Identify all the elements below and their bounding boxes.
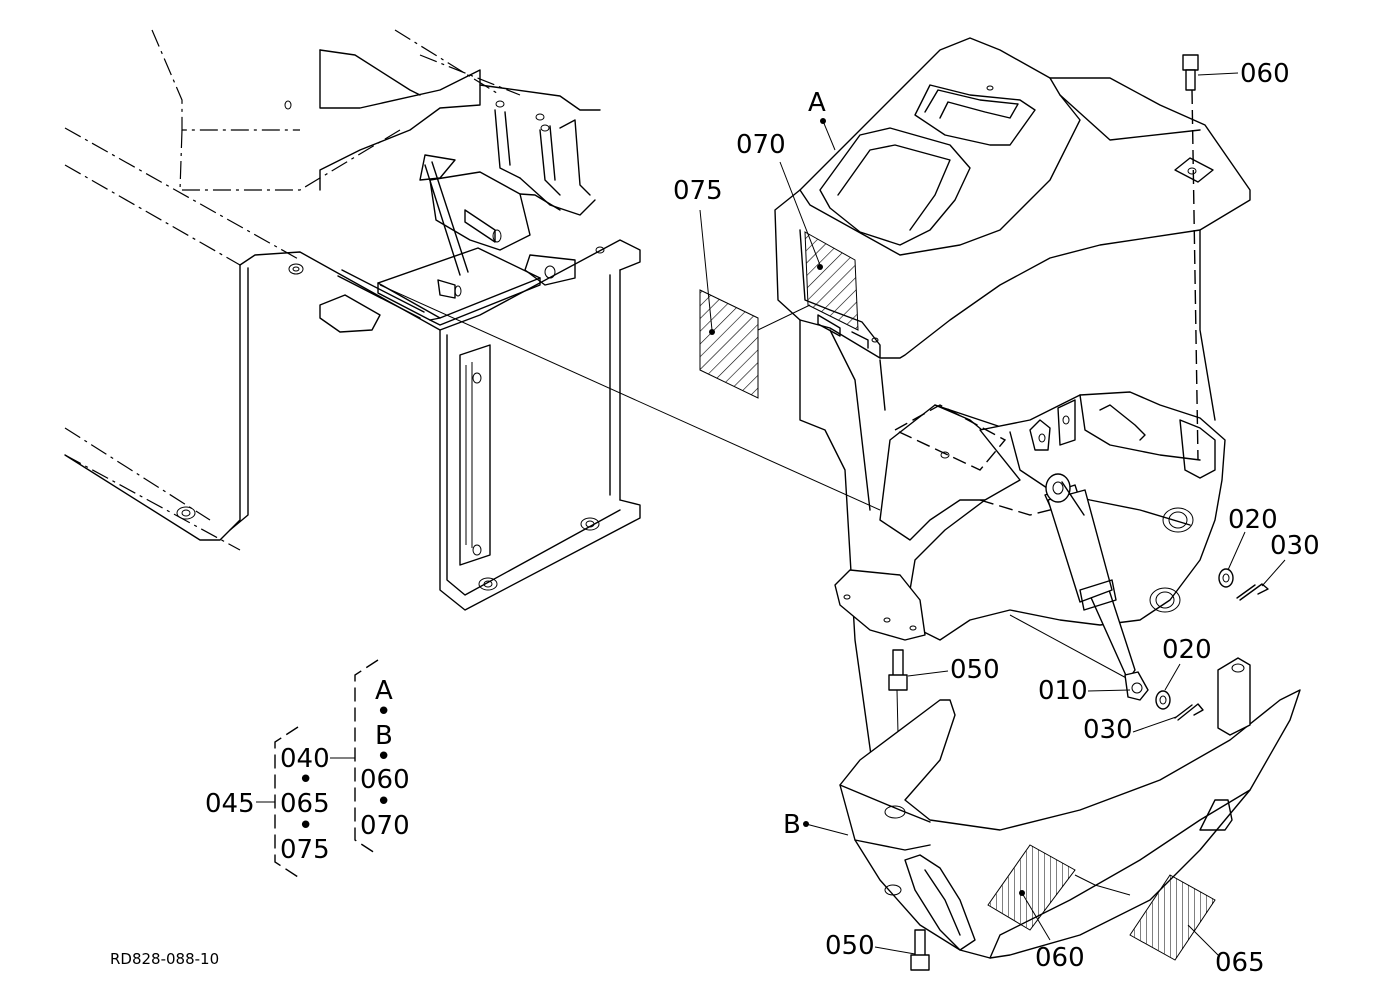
bolt-050-upper: [888, 649, 908, 691]
gas-strut: [1044, 473, 1149, 701]
kit-legend: 045 040 • 065 • 075 A • B • 060 • 070: [205, 659, 410, 878]
legend-g2-2: 060: [360, 765, 410, 795]
legend-g1-1: 065: [280, 789, 330, 819]
legend-g1-sep2: •: [298, 811, 313, 841]
washer-020-lower: [1155, 690, 1171, 710]
washer-020-upper: [1218, 568, 1234, 588]
bolt-050-lower: [910, 929, 930, 971]
callout-020-upper: 020: [1227, 505, 1278, 571]
callout-010: 010: [1038, 676, 1131, 706]
svg-text:060: 060: [1035, 943, 1085, 973]
svg-text:065: 065: [1215, 948, 1265, 978]
callout-030-lower: 030: [1083, 715, 1177, 745]
callout-050-lower: 050: [825, 931, 916, 961]
svg-text:B: B: [783, 810, 801, 840]
bolt-060-top: [1182, 54, 1199, 91]
callout-030-upper: 030: [1261, 531, 1320, 587]
callout-A: A: [808, 88, 836, 151]
pin-030-upper: [1236, 583, 1269, 601]
svg-text:060: 060: [1240, 59, 1290, 89]
svg-text:020: 020: [1162, 635, 1212, 665]
decal-075: [699, 289, 759, 399]
svg-text:A: A: [808, 88, 826, 118]
legend-g1-sep1: •: [298, 765, 313, 795]
legend-g2-0: A: [375, 676, 393, 706]
legend-g2-1: B: [375, 721, 393, 751]
callout-060-lower: 060: [1019, 890, 1085, 973]
svg-text:020: 020: [1228, 505, 1278, 535]
lower-console-cover: [839, 657, 1301, 961]
assembly-leader: [379, 284, 881, 511]
svg-text:050: 050: [950, 655, 1000, 685]
legend-g1-2: 075: [280, 835, 330, 865]
svg-text:075: 075: [673, 176, 723, 206]
drawing-code: RD828-088-10: [110, 950, 219, 968]
callout-065: 065: [1187, 924, 1265, 978]
upper-console-cover: [774, 37, 1251, 359]
legend-g2-sep1: •: [376, 697, 391, 727]
callout-070: 070: [736, 130, 823, 270]
svg-text:050: 050: [825, 931, 875, 961]
legend-g1-0: 040: [280, 744, 330, 774]
callout-020-lower: 020: [1162, 635, 1212, 691]
callout-060-top: 060: [1197, 59, 1290, 89]
tractor-frame: [64, 29, 641, 611]
svg-text:030: 030: [1083, 715, 1133, 745]
callout-B: B: [783, 810, 849, 840]
pin-030-lower: [1174, 703, 1204, 721]
legend-g2-sep3: •: [376, 787, 391, 817]
legend-g2-sep2: •: [376, 742, 391, 772]
svg-text:010: 010: [1038, 676, 1088, 706]
callout-050-upper: 050: [907, 655, 1000, 685]
legend-g2-3: 070: [360, 811, 410, 841]
svg-text:070: 070: [736, 130, 786, 160]
legend-assembly: 045: [205, 789, 255, 819]
callout-075: 075: [673, 176, 723, 335]
svg-text:030: 030: [1270, 531, 1320, 561]
